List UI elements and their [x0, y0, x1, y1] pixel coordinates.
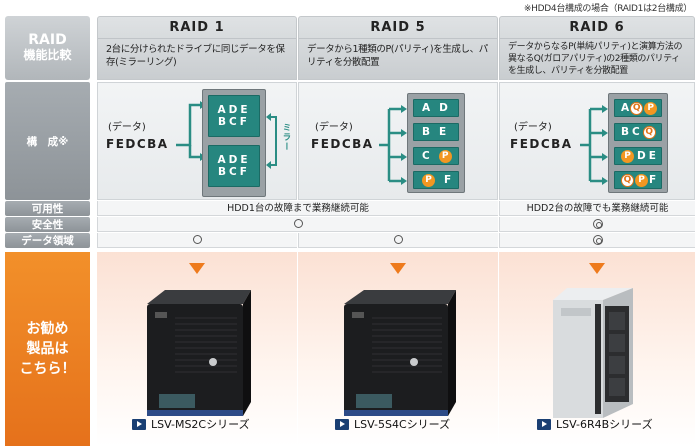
product-raid1[interactable]: LSV-MS2Cシリーズ — [97, 252, 297, 446]
raid1-disk-1: ADE BCF — [208, 95, 260, 137]
raid5-header: RAID 5 データから1種類のP(パリティ)を生成し、パリティを分散配置 — [298, 16, 498, 80]
comparison-label: 機能比較 — [23, 48, 72, 62]
capacity-label-text: データ領域 — [21, 235, 74, 247]
availability-label: 可用性 — [5, 201, 90, 216]
raid5-arrow-icon — [379, 105, 407, 185]
product-name-raid6: LSV-6R4Bシリーズ — [556, 418, 653, 431]
raid1-disk1-row2: BCF — [218, 116, 250, 128]
availability-raid1-5: HDD1台の故障まで業務継続可能 — [97, 201, 498, 216]
raid1-desc: 2台に分けられたドライブに同じデータを保存(ミラーリング) — [106, 44, 285, 68]
product-link-raid5[interactable]: LSV-5S4Cシリーズ — [335, 416, 450, 432]
play-arrow-icon — [335, 418, 349, 430]
config-label-text: 構 成※ — [26, 135, 69, 148]
raid1-disk1-row1: ADE — [217, 104, 251, 116]
circle-icon — [394, 235, 403, 244]
capacity-raid5 — [298, 233, 498, 248]
capacity-label: データ領域 — [5, 233, 90, 248]
raid1-header: RAID 1 2台に分けられたドライブに同じデータを保存(ミラーリング) — [97, 16, 297, 80]
raid6-title: RAID 6 — [500, 17, 694, 39]
raid6-arrow-icon — [580, 105, 608, 185]
availability-label-text: 可用性 — [31, 203, 64, 215]
footnote: ※HDD4台構成の場合（RAID1は2台構成） — [523, 4, 692, 14]
recommend-line2: 製品は — [26, 341, 69, 357]
down-arrow-icon — [189, 263, 205, 274]
raid6-header: RAID 6 データからなるP(単純パリティ)と演算方法の異なるQ(ガロアパリテ… — [499, 16, 695, 80]
circle-icon — [293, 219, 303, 228]
capacity-raid6 — [499, 233, 695, 248]
product-raid6[interactable]: LSV-6R4Bシリーズ — [499, 252, 695, 446]
play-arrow-icon — [537, 418, 551, 430]
mirror-label: ミラー — [281, 123, 291, 152]
recommend-line1: お勧め — [26, 321, 69, 337]
capacity-raid1 — [97, 233, 297, 248]
double-circle-icon — [592, 218, 603, 229]
nas-device-image — [344, 290, 456, 416]
raid5-title: RAID 5 — [299, 17, 497, 39]
raid-label: RAID — [28, 32, 67, 48]
product-name-raid5: LSV-5S4Cシリーズ — [354, 418, 451, 431]
product-raid5[interactable]: LSV-5S4Cシリーズ — [298, 252, 498, 446]
raid1-data-seq: FEDCBA — [106, 137, 169, 151]
raid1-data-label: (データ) — [108, 122, 146, 133]
raid5-data-seq: FEDCBA — [311, 137, 374, 151]
recommend-label: お勧め 製品は こちら！ — [5, 252, 90, 446]
safety-label: 安全性 — [5, 217, 90, 232]
raid6-desc: データからなるP(単純パリティ)と演算方法の異なるQ(ガロアパリティ)の2種類の… — [508, 42, 683, 76]
circle-icon — [193, 235, 202, 244]
down-arrow-icon — [589, 263, 605, 274]
raid1-title: RAID 1 — [98, 17, 296, 39]
raid1-disk2-row2: BCF — [218, 166, 250, 178]
raid5-desc: データから1種類のP(パリティ)を生成し、パリティを分散配置 — [307, 44, 488, 68]
double-circle-icon — [592, 234, 603, 245]
raid1-disk2-row1: ADE — [217, 154, 251, 166]
product-name-raid1: LSV-MS2Cシリーズ — [151, 418, 250, 431]
availability-raid6: HDD2台の故障でも業務継続可能 — [499, 201, 695, 216]
product-link-raid1[interactable]: LSV-MS2Cシリーズ — [132, 416, 250, 432]
raid-comparison-label: RAID 機能比較 — [5, 16, 90, 80]
raid6-data-label: (データ) — [514, 122, 552, 133]
nas-device-image — [147, 290, 251, 416]
safety-label-text: 安全性 — [31, 219, 64, 231]
mirror-arrow-icon — [266, 113, 277, 169]
config-label: 構 成※ — [5, 82, 90, 200]
nas-device-image — [553, 288, 633, 418]
safety-raid1-5 — [97, 217, 498, 232]
play-arrow-icon — [132, 418, 146, 430]
raid5-data-label: (データ) — [315, 122, 353, 133]
raid1-config: (データ) FEDCBA ADE BCF ADE BCF ミラー — [97, 82, 297, 200]
down-arrow-icon — [390, 263, 406, 274]
recommend-line3: こちら！ — [19, 361, 76, 377]
safety-raid6 — [499, 217, 695, 232]
raid6-data-seq: FEDCBA — [510, 137, 573, 151]
product-link-raid6[interactable]: LSV-6R4Bシリーズ — [537, 416, 653, 432]
raid1-disk-2: ADE BCF — [208, 145, 260, 187]
